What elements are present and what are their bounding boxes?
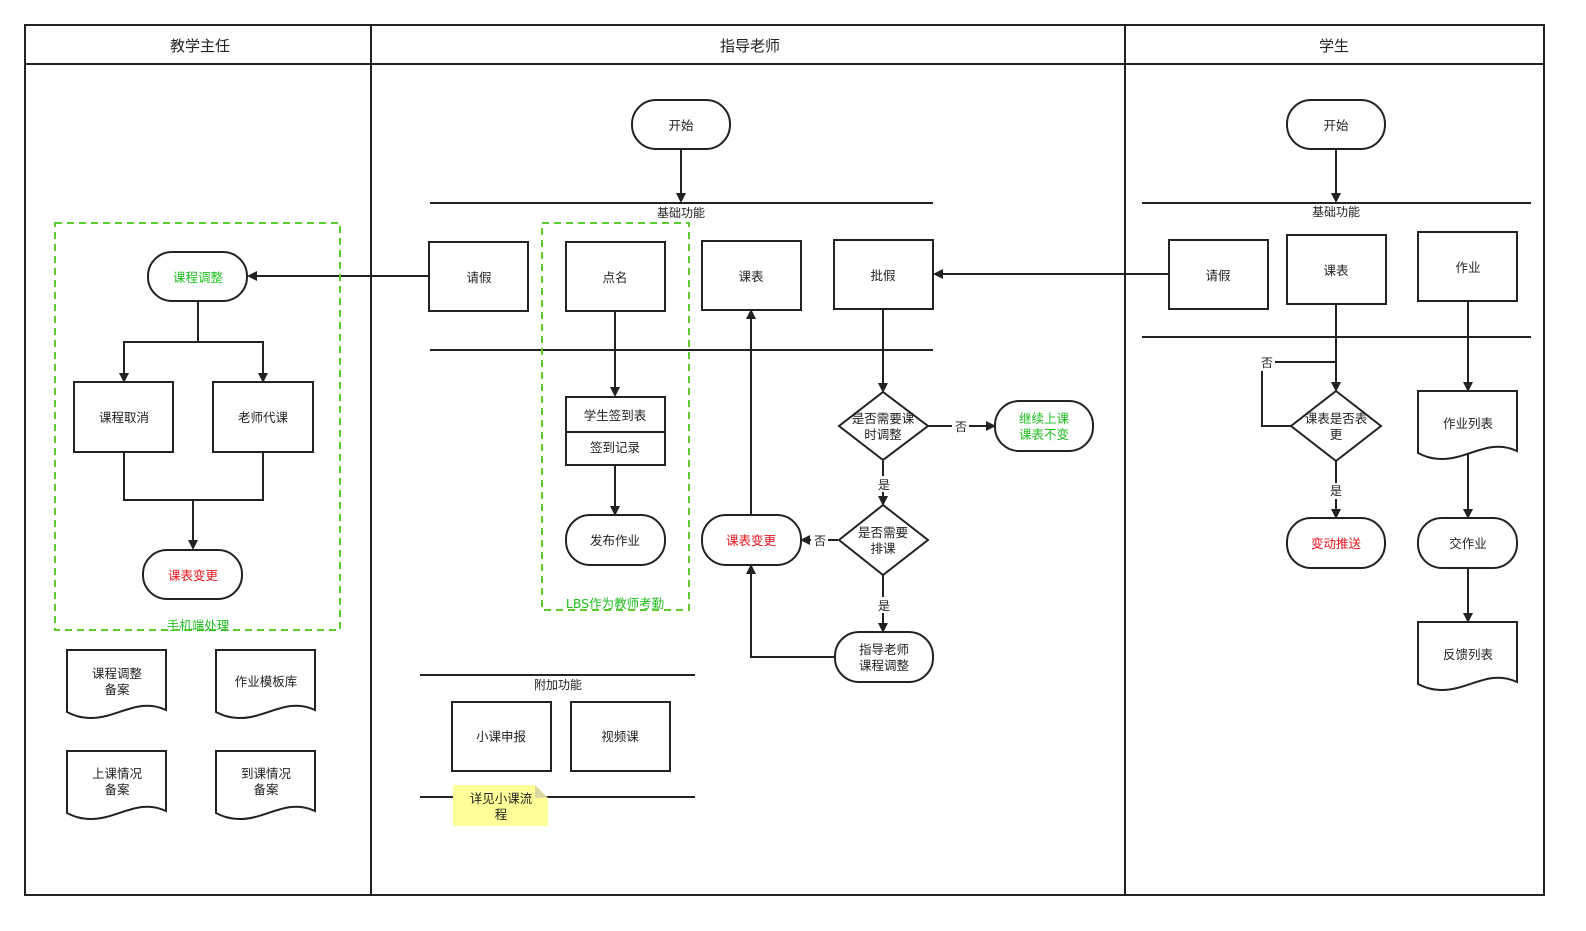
edge-label-yes-3: 是 bbox=[1330, 484, 1342, 498]
node-student-leave[interactable]: 请假 bbox=[1168, 239, 1269, 310]
node-rollcall[interactable]: 点名 bbox=[565, 241, 666, 312]
svg-text:发布作业: 发布作业 bbox=[590, 533, 640, 548]
lane-header-student: 学生 bbox=[1319, 37, 1349, 55]
svg-text:视频课: 视频课 bbox=[601, 729, 639, 744]
svg-text:到课情况: 到课情况 bbox=[241, 766, 292, 781]
svg-text:更: 更 bbox=[1330, 427, 1343, 442]
svg-text:作业模板库: 作业模板库 bbox=[235, 674, 298, 689]
svg-text:课表变更: 课表变更 bbox=[168, 568, 219, 583]
node-teacher-leave[interactable]: 请假 bbox=[428, 241, 529, 312]
node-substitute[interactable]: 老师代课 bbox=[212, 381, 314, 453]
svg-text:课表是否表: 课表是否表 bbox=[1305, 411, 1368, 426]
svg-text:课程调整: 课程调整 bbox=[92, 666, 143, 681]
connectors bbox=[119, 150, 1473, 658]
doc-homework-template-lib[interactable]: 作业模板库 bbox=[215, 649, 316, 720]
svg-text:继续上课: 继续上课 bbox=[1019, 411, 1070, 426]
edge-label-no-3: 否 bbox=[1261, 356, 1273, 370]
svg-text:课程调整: 课程调整 bbox=[859, 658, 910, 673]
svg-text:变动推送: 变动推送 bbox=[1311, 536, 1362, 551]
swimlane-frame bbox=[24, 24, 1545, 896]
node-approve-leave[interactable]: 批假 bbox=[833, 239, 934, 310]
svg-text:开始: 开始 bbox=[1323, 118, 1349, 133]
node-change-push[interactable]: 变动推送 bbox=[1286, 517, 1386, 569]
svg-text:是否需要课: 是否需要课 bbox=[852, 411, 915, 426]
svg-text:课表变更: 课表变更 bbox=[726, 533, 777, 548]
student-basic-label: 基础功能 bbox=[1312, 205, 1360, 219]
decision-need-adjust[interactable]: 是否需要课 时调整 bbox=[837, 390, 930, 462]
svg-text:排课: 排课 bbox=[870, 541, 896, 556]
svg-text:上课情况: 上课情况 bbox=[92, 766, 143, 781]
svg-text:老师代课: 老师代课 bbox=[238, 410, 289, 425]
doc-feedback-list[interactable]: 反馈列表 bbox=[1417, 621, 1518, 692]
svg-text:指导老师: 指导老师 bbox=[859, 642, 909, 657]
svg-text:课表: 课表 bbox=[738, 269, 764, 284]
svg-text:课表: 课表 bbox=[1323, 263, 1349, 278]
teacher-extra-label: 附加功能 bbox=[534, 678, 582, 692]
svg-text:小课申报: 小课申报 bbox=[476, 729, 527, 744]
svg-text:详见小课流: 详见小课流 bbox=[470, 791, 533, 806]
node-teacher-schedule-change[interactable]: 课表变更 bbox=[701, 514, 802, 566]
svg-text:备案: 备案 bbox=[104, 682, 130, 697]
node-signin[interactable]: 学生签到表 签到记录 bbox=[565, 396, 666, 466]
lbs-group-label: LBS作为教师考勤 bbox=[566, 596, 664, 611]
svg-text:作业: 作业 bbox=[1455, 260, 1480, 275]
svg-text:备案: 备案 bbox=[104, 782, 130, 797]
node-video-class[interactable]: 视频课 bbox=[570, 701, 671, 772]
node-continue-class[interactable]: 继续上课 课表不变 bbox=[994, 400, 1094, 452]
section-lines bbox=[420, 202, 1531, 798]
node-teacher-start[interactable]: 开始 bbox=[631, 99, 731, 150]
lbs-group-box bbox=[541, 222, 690, 611]
decision-need-schedule[interactable]: 是否需要 排课 bbox=[837, 503, 930, 577]
node-teacher-course-adjust[interactable]: 指导老师 课程调整 bbox=[834, 631, 934, 683]
node-submit-homework[interactable]: 交作业 bbox=[1417, 517, 1518, 569]
node-course-adjust[interactable]: 课程调整 bbox=[147, 251, 248, 302]
sticky-note: 详见小课流 程 bbox=[453, 785, 548, 826]
edge-label-yes-2: 是 bbox=[878, 599, 890, 613]
svg-text:批假: 批假 bbox=[870, 268, 896, 283]
node-director-schedule-change[interactable]: 课表变更 bbox=[142, 549, 243, 600]
svg-text:学生签到表: 学生签到表 bbox=[584, 408, 647, 423]
lane-header-teacher: 指导老师 bbox=[720, 37, 780, 55]
mobile-group-box bbox=[54, 222, 341, 631]
svg-text:课表不变: 课表不变 bbox=[1019, 427, 1069, 442]
svg-text:是否需要: 是否需要 bbox=[858, 525, 908, 540]
node-course-cancel[interactable]: 课程取消 bbox=[73, 381, 174, 453]
edge-label-no-1: 否 bbox=[955, 420, 967, 434]
node-student-schedule[interactable]: 课表 bbox=[1286, 234, 1387, 305]
doc-course-adjust-record[interactable]: 课程调整 备案 bbox=[66, 649, 167, 720]
svg-text:作业列表: 作业列表 bbox=[1443, 416, 1494, 431]
lane-header-director: 教学主任 bbox=[170, 37, 230, 55]
svg-text:开始: 开始 bbox=[668, 118, 694, 133]
doc-homework-list[interactable]: 作业列表 bbox=[1417, 390, 1518, 461]
svg-text:点名: 点名 bbox=[602, 270, 627, 285]
edge-label-yes-1: 是 bbox=[878, 478, 890, 492]
svg-text:请假: 请假 bbox=[466, 270, 492, 285]
decision-schedule-changed[interactable]: 课表是否表 更 bbox=[1289, 389, 1383, 463]
svg-text:备案: 备案 bbox=[253, 782, 279, 797]
svg-text:课程取消: 课程取消 bbox=[99, 410, 149, 425]
svg-text:签到记录: 签到记录 bbox=[590, 440, 640, 455]
doc-class-record[interactable]: 上课情况 备案 bbox=[66, 750, 167, 821]
node-student-homework[interactable]: 作业 bbox=[1417, 231, 1518, 302]
mobile-group-label: 手机端处理 bbox=[167, 618, 230, 633]
node-teacher-schedule[interactable]: 课表 bbox=[701, 240, 802, 311]
svg-text:程: 程 bbox=[495, 807, 508, 822]
node-small-class-report[interactable]: 小课申报 bbox=[451, 701, 552, 772]
edge-label-no-2: 否 bbox=[814, 534, 826, 548]
svg-text:交作业: 交作业 bbox=[1449, 536, 1487, 551]
svg-text:反馈列表: 反馈列表 bbox=[1443, 647, 1494, 662]
doc-attendance-record[interactable]: 到课情况 备案 bbox=[215, 750, 316, 821]
svg-text:课程调整: 课程调整 bbox=[173, 270, 224, 285]
teacher-basic-label: 基础功能 bbox=[657, 206, 705, 220]
node-publish-homework[interactable]: 发布作业 bbox=[565, 514, 666, 566]
node-student-start[interactable]: 开始 bbox=[1286, 99, 1386, 150]
svg-text:请假: 请假 bbox=[1205, 268, 1231, 283]
svg-text:时调整: 时调整 bbox=[864, 427, 902, 442]
